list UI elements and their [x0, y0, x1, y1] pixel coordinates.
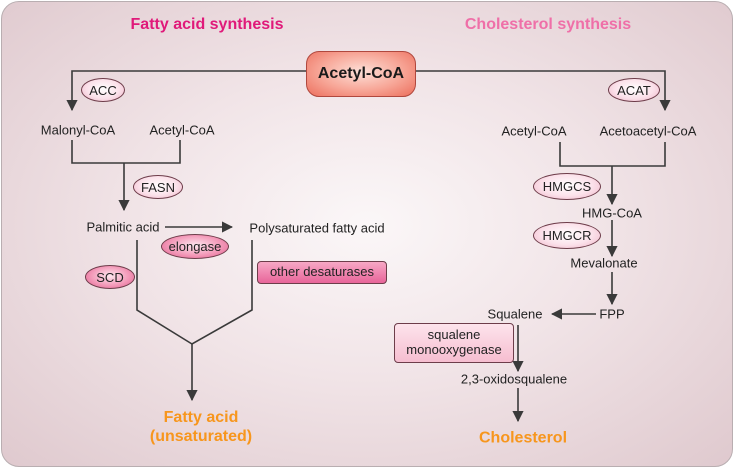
- fpp-label: FPP: [599, 306, 625, 322]
- fatty-merge-line: [71, 140, 181, 164]
- cholesterol-synthesis-title: Cholesterol synthesis: [464, 16, 632, 33]
- scd-enzyme: SCD: [85, 265, 135, 289]
- acetyl-coa-hub: Acetyl-CoA: [306, 51, 416, 97]
- polysaturated-fatty-acid-label: Polysaturated fatty acid: [249, 220, 385, 236]
- squalene-label: Squalene: [487, 306, 543, 322]
- oxidosqualene-label: 2,3-oxidosqualene: [460, 371, 568, 387]
- hmgcr-enzyme: HMGCR: [533, 222, 601, 249]
- cholesterol-product: Cholesterol: [478, 429, 568, 447]
- squalene-monooxygenase-enzyme: squalene monooxygenase: [394, 323, 514, 363]
- hub-to-acetoacetyl-line: [416, 70, 671, 112]
- hub-to-malonyl-line: [66, 70, 306, 112]
- malonyl-coa-label: Malonyl-CoA: [40, 122, 116, 138]
- acc-enzyme: ACC: [81, 78, 125, 102]
- fatty-acid-synthesis-title: Fatty acid synthesis: [130, 16, 284, 33]
- hmgcs-enzyme: HMGCS: [533, 173, 601, 200]
- acat-enzyme: ACAT: [608, 78, 660, 102]
- fatty-acid-product: Fatty acid (unsaturated): [150, 408, 252, 446]
- elongase-enzyme: elongase: [161, 234, 229, 259]
- palmitic-acid-label: Palmitic acid: [86, 219, 160, 235]
- fatty-acid-product-line2: (unsaturated): [149, 428, 253, 445]
- hmg-coa-label: HMG-CoA: [582, 205, 642, 221]
- chol-merge-line: [559, 142, 666, 167]
- mevalonate-label: Mevalonate: [570, 255, 638, 271]
- squalene-mono-line1: squalene: [427, 327, 481, 343]
- fatty-acid-product-line1: Fatty acid: [163, 408, 239, 426]
- fatty-acetyl-coa-label: Acetyl-CoA: [149, 122, 215, 138]
- fasn-enzyme: FASN: [133, 175, 183, 199]
- chol-acetyl-coa-label: Acetyl-CoA: [501, 123, 567, 139]
- acetoacetyl-coa-label: Acetoacetyl-CoA: [599, 123, 697, 139]
- other-desaturases-enzyme: other desaturases: [257, 261, 387, 284]
- squalene-mono-line2: monooxygenase: [406, 342, 502, 357]
